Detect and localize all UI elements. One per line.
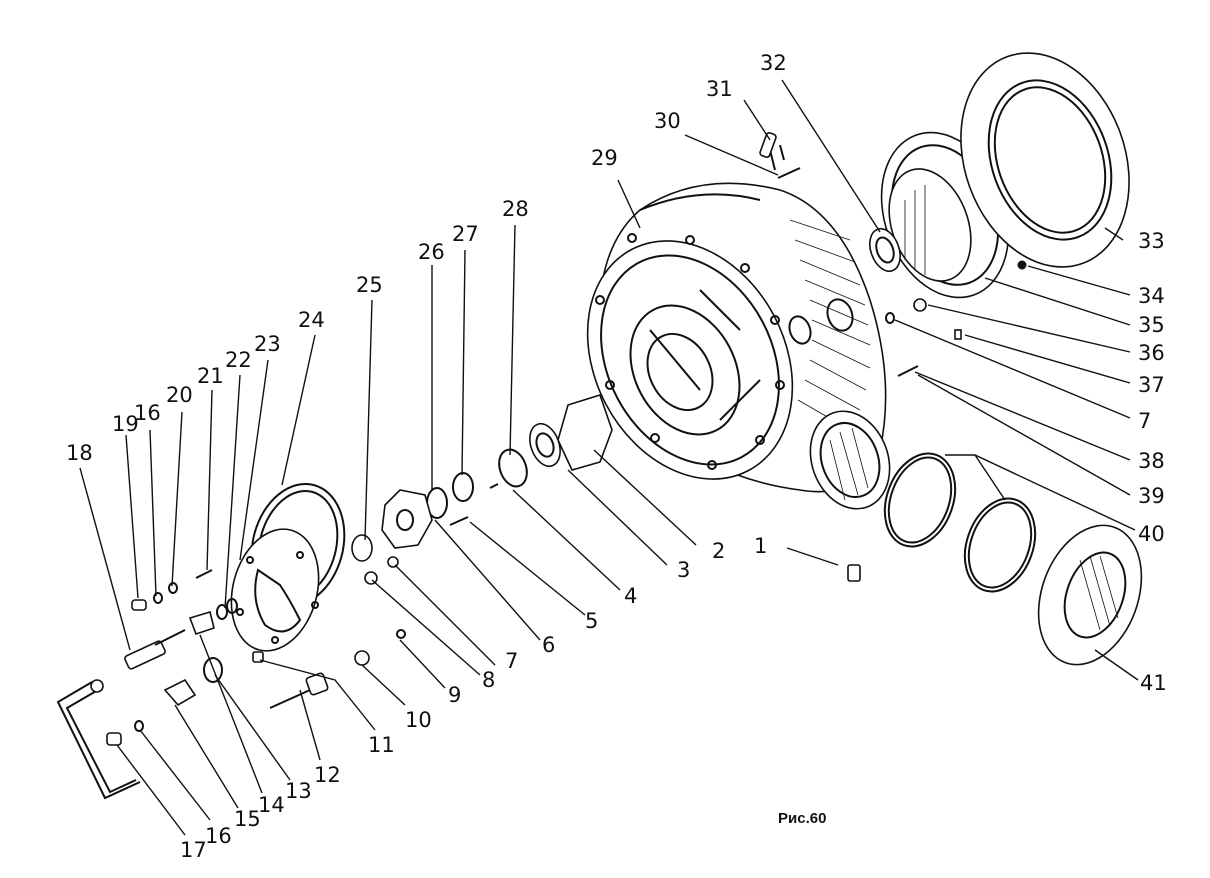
callout-29: 29 (591, 146, 618, 170)
callout-3: 3 (677, 558, 690, 582)
callout-20: 20 (166, 383, 193, 407)
callout-38: 38 (1138, 449, 1165, 473)
callout-labels: 1 2 3 4 5 6 7 8 9 10 11 12 13 14 15 16 1… (66, 51, 1167, 862)
callout-12: 12 (314, 763, 341, 787)
callout-21: 21 (197, 364, 224, 388)
callout-40: 40 (1138, 522, 1165, 546)
callout-17: 17 (180, 838, 207, 862)
callout-9: 9 (448, 683, 461, 707)
callout-22: 22 (225, 348, 252, 372)
callout-1: 1 (754, 534, 767, 558)
part-40-o-rings (883, 452, 1037, 593)
callout-7: 7 (505, 649, 518, 673)
callout-5: 5 (585, 609, 598, 633)
callout-10: 10 (405, 708, 432, 732)
callout-35: 35 (1138, 313, 1165, 337)
callout-25: 25 (356, 273, 383, 297)
callout-27: 27 (452, 222, 479, 246)
callout-8: 8 (482, 668, 495, 692)
callout-6: 6 (542, 633, 555, 657)
callout-30: 30 (654, 109, 681, 133)
callout-33: 33 (1138, 229, 1165, 253)
part-23-cover-plate (230, 528, 320, 652)
callout-14: 14 (258, 793, 285, 817)
part-29-housing (586, 182, 891, 510)
callout-28: 28 (502, 197, 529, 221)
callout-41: 41 (1140, 671, 1167, 695)
callout-31: 31 (706, 77, 733, 101)
callout-7-right: 7 (1138, 409, 1151, 433)
callout-13: 13 (285, 779, 312, 803)
parts-2-to-8 (351, 394, 613, 585)
callout-18: 18 (66, 441, 93, 465)
part-33-ring (960, 52, 1130, 268)
callout-15: 15 (234, 807, 261, 831)
callout-23: 23 (254, 332, 281, 356)
callout-16-lower: 16 (205, 824, 232, 848)
leader-lines (79, 79, 1139, 836)
small-parts-left (56, 569, 406, 800)
callout-24: 24 (298, 308, 325, 332)
callout-11: 11 (368, 733, 395, 757)
callout-32: 32 (760, 51, 787, 75)
callout-4: 4 (624, 584, 637, 608)
callout-19: 19 (112, 412, 139, 436)
callout-39: 39 (1138, 484, 1165, 508)
callout-16-upper: 16 (134, 401, 161, 425)
callout-37: 37 (1138, 373, 1165, 397)
figure-caption: Рис.60 (778, 810, 826, 827)
small-fasteners-right (759, 132, 1027, 582)
callout-26: 26 (418, 240, 445, 264)
part-41-end-flange (1037, 524, 1143, 666)
callout-34: 34 (1138, 284, 1165, 308)
callout-36: 36 (1138, 341, 1165, 365)
callout-2: 2 (712, 539, 725, 563)
